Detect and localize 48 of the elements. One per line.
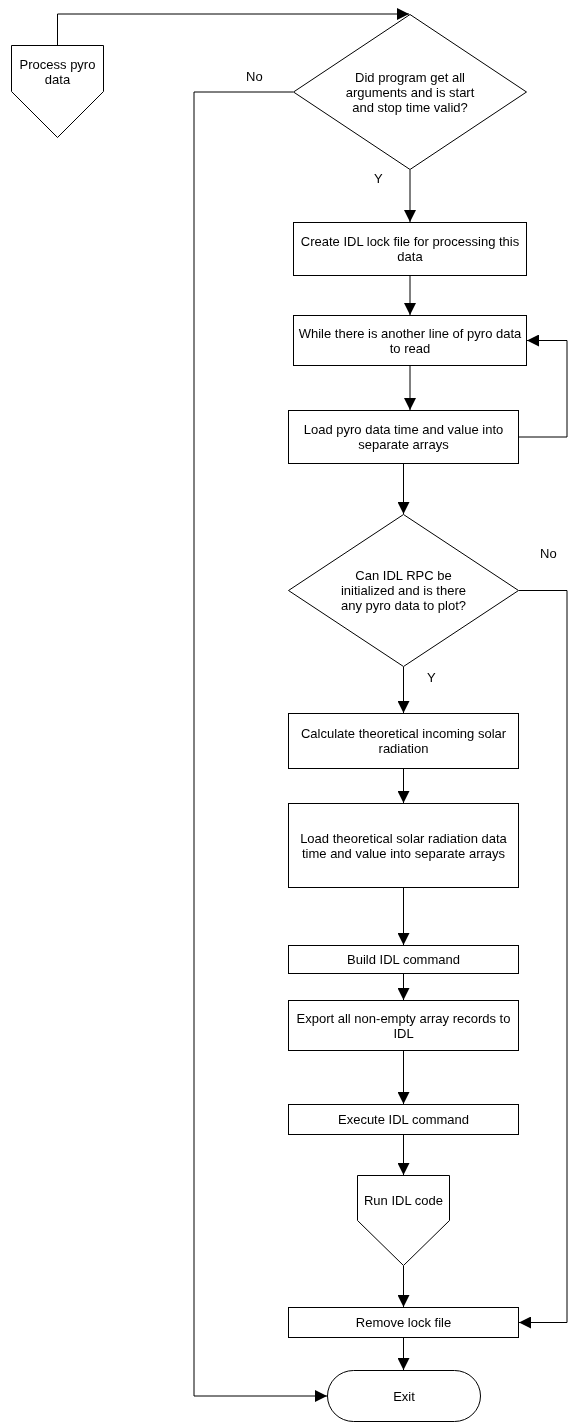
arrow — [397, 768, 410, 804]
node-text: Did program get all arguments and is start and stop time valid? — [344, 69, 476, 115]
node-text: Create IDL lock file for processing this data — [299, 234, 521, 264]
edge-label: Y — [372, 172, 385, 185]
decision-diamond — [293, 14, 527, 170]
edge-label: No — [244, 70, 265, 83]
arrow — [57, 8, 410, 46]
process-box — [293, 222, 527, 276]
offpage-connector — [11, 45, 104, 138]
node-text: Export all non-empty array records to IDL — [295, 1010, 512, 1041]
node-text: Exit — [393, 1388, 415, 1404]
arrow — [397, 666, 410, 714]
node-text: Remove lock file — [355, 1315, 452, 1330]
arrow — [397, 887, 410, 946]
process-box — [288, 945, 519, 974]
process-box — [288, 1307, 519, 1338]
decision-diamond — [288, 514, 519, 667]
node-text: While there is another line of pyro data to read — [297, 325, 523, 356]
node-text: Run IDL code — [364, 1192, 443, 1208]
terminator-shape — [327, 1370, 481, 1422]
edge-label: No — [538, 547, 559, 560]
arrow — [397, 1265, 410, 1308]
arrow — [404, 365, 416, 411]
process-box — [288, 410, 519, 464]
offpage-connector — [357, 1175, 450, 1266]
process-box — [288, 1104, 519, 1135]
node-text: Calculate theoretical incoming solar radiation — [299, 726, 508, 756]
arrow — [404, 275, 416, 316]
arrow — [397, 1050, 410, 1105]
edge-label: Y — [425, 671, 438, 684]
arrow — [518, 334, 568, 438]
arrow — [397, 1337, 410, 1371]
arrow — [397, 1134, 410, 1176]
arrow — [397, 973, 410, 1001]
node-text: Process pyro data — [18, 57, 97, 87]
node-text: Load pyro data time and value into separate arrays — [302, 422, 505, 452]
process-box — [293, 315, 527, 366]
arrow — [193, 91, 328, 1402]
process-box — [288, 713, 519, 769]
node-text: Build IDL command — [347, 952, 460, 967]
arrow — [404, 169, 416, 223]
process-box — [288, 1000, 519, 1051]
arrow — [397, 463, 410, 515]
process-box — [288, 803, 519, 888]
node-text: Can IDL RPC be initialized and is there any pyro data to plot? — [340, 568, 467, 613]
arrow — [518, 590, 568, 1329]
node-text: Load theoretical solar radiation data time and value into separate arrays — [299, 830, 508, 861]
node-text: Execute IDL command — [338, 1112, 469, 1127]
